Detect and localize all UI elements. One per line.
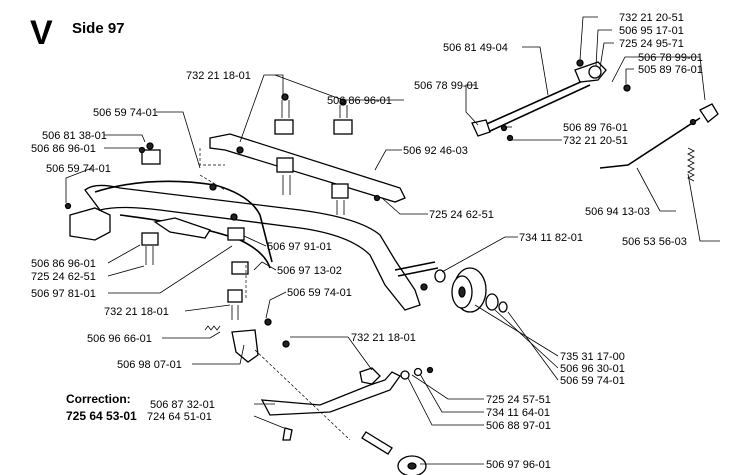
leader-lines <box>65 16 720 465</box>
part-label: 506 86 96-01 <box>327 95 392 107</box>
part-label: 724 64 51-01 <box>147 411 212 423</box>
mechanism-artwork <box>64 59 719 475</box>
part-label: 506 96 66-01 <box>87 333 152 345</box>
part-label: 732 21 20-51 <box>563 135 628 147</box>
part-label: 506 59 74-01 <box>560 375 625 387</box>
part-label: 506 98 07-01 <box>117 359 182 371</box>
part-label: 734 11 82-01 <box>519 232 583 244</box>
part-label: 725 24 95-71 <box>619 38 684 50</box>
part-label: 735 31 17-00 <box>560 351 625 363</box>
page-label: Side 97 <box>72 20 125 37</box>
part-label: 506 81 49-04 <box>443 42 508 54</box>
part-label: 725 24 62-51 <box>429 209 494 221</box>
part-label: 505 89 76-01 <box>638 64 703 76</box>
part-label: 732 21 18-01 <box>186 70 251 82</box>
part-label: 506 88 97-01 <box>486 420 551 432</box>
part-label: 506 96 30-01 <box>560 363 625 375</box>
part-label: 734 11 64-01 <box>486 407 550 419</box>
part-label: 506 97 96-01 <box>486 459 551 471</box>
part-label: 506 89 76-01 <box>563 122 628 134</box>
part-label: 506 86 96-01 <box>31 258 96 270</box>
part-label: 506 78 99-01 <box>414 80 479 92</box>
part-label: 506 94 13-03 <box>585 206 650 218</box>
part-label: 506 59 74-01 <box>46 163 111 175</box>
part-label: 732 21 18-01 <box>104 306 169 318</box>
part-label: 725 24 57-51 <box>486 394 551 406</box>
part-labels: 732 21 20-51 506 95 17-01 725 24 95-71 5… <box>31 12 703 471</box>
part-label: 506 97 91-01 <box>267 241 332 253</box>
correction-part-number: 725 64 53-01 <box>66 409 137 423</box>
part-label: 506 81 38-01 <box>42 130 107 142</box>
part-label: 506 86 96-01 <box>31 143 96 155</box>
part-label: 732 21 18-01 <box>351 332 416 344</box>
part-label: 506 87 32-01 <box>150 399 215 411</box>
part-label: 506 53 56-03 <box>622 236 687 248</box>
part-label: 732 21 20-51 <box>619 12 684 24</box>
part-label: 506 78 99-01 <box>638 52 703 64</box>
part-label: 506 59 74-01 <box>287 287 352 299</box>
part-label: 506 95 17-01 <box>619 25 684 37</box>
part-label: 506 97 13-02 <box>277 265 342 277</box>
part-label: 725 24 62-51 <box>31 271 96 283</box>
part-label: 506 97 81-01 <box>31 288 96 300</box>
section-letter: V <box>30 14 53 52</box>
correction-heading: Correction: <box>66 392 131 406</box>
part-label: 506 92 46-03 <box>403 145 468 157</box>
part-label: 506 59 74-01 <box>93 107 158 119</box>
